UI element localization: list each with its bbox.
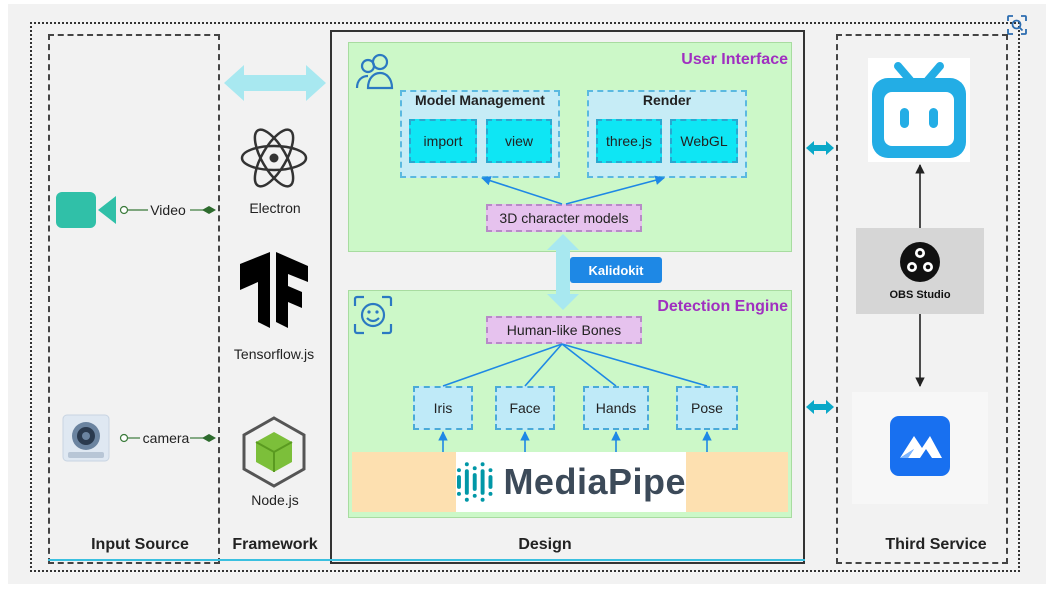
nodejs-label: Node.js — [251, 492, 299, 508]
video-source-label: Video — [150, 202, 186, 218]
model-management-title: Model Management — [415, 92, 545, 108]
iris-box[interactable]: Iris — [413, 386, 473, 430]
obs-icon — [900, 242, 940, 282]
mediapipe-logo: MediaPipe — [456, 452, 686, 512]
user-interface-title: User Interface — [681, 51, 788, 68]
electron-label: Electron — [249, 200, 301, 216]
electron-icon — [238, 122, 310, 194]
webcam-icon — [62, 414, 110, 462]
mediapipe-icon — [456, 462, 493, 502]
tencent-meeting-icon — [852, 392, 988, 504]
hands-box[interactable]: Hands — [583, 386, 649, 430]
input-source-label: Input Source — [91, 536, 189, 553]
framework-label: Framework — [232, 536, 318, 553]
bilibili-tv-icon — [868, 58, 970, 162]
tensorflow-label: Tensorflow.js — [233, 346, 315, 362]
design-label: Design — [518, 536, 572, 553]
face-scan-icon — [352, 294, 394, 336]
webgl-box[interactable]: WebGL — [670, 119, 738, 163]
detection-engine-title: Detection Engine — [657, 298, 788, 315]
character-models-box[interactable]: 3D character models — [486, 204, 642, 232]
design-column — [330, 30, 805, 564]
pose-box[interactable]: Pose — [676, 386, 738, 430]
framework-link-arrow — [222, 62, 328, 104]
tensorflow-icon — [240, 252, 308, 328]
third-service-label: Third Service — [885, 536, 987, 553]
kalidokit-link-arrow — [545, 232, 581, 312]
obs-studio-label: OBS Studio — [889, 289, 951, 301]
obs-studio-card: OBS Studio — [856, 228, 984, 314]
video-camera-icon — [56, 190, 118, 230]
camera-source-label: camera — [142, 430, 190, 446]
third-service-column — [836, 34, 1008, 564]
video-connector — [118, 200, 218, 220]
kalidokit-badge[interactable]: Kalidokit — [570, 257, 662, 283]
human-bones-box[interactable]: Human-like Bones — [486, 316, 642, 344]
render-title: Render — [642, 92, 692, 108]
import-button[interactable]: import — [409, 119, 477, 163]
design-underline — [48, 559, 805, 561]
mediapipe-label: MediaPipe — [503, 461, 686, 502]
input-source-column — [48, 34, 220, 564]
users-icon — [354, 50, 396, 92]
view-button[interactable]: view — [486, 119, 552, 163]
system-boundary — [30, 22, 1020, 572]
face-box[interactable]: Face — [495, 386, 555, 430]
nodejs-icon — [238, 416, 310, 488]
visual-search-icon[interactable] — [1004, 12, 1030, 38]
threejs-box[interactable]: three.js — [596, 119, 662, 163]
camera-connector — [118, 428, 218, 448]
